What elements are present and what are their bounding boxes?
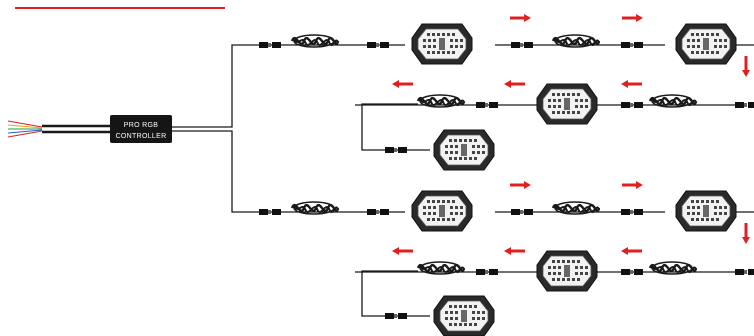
rock-light-pod-icon bbox=[536, 250, 598, 292]
connector-icon bbox=[476, 269, 498, 275]
flow-arrow-left-icon bbox=[621, 80, 642, 88]
connector-icon bbox=[476, 102, 498, 108]
connector-icon bbox=[385, 313, 407, 319]
connector-icon bbox=[367, 209, 389, 215]
rock-light-pod-icon bbox=[433, 129, 495, 171]
flow-arrow-left-icon bbox=[392, 247, 413, 255]
flow-arrow-right-icon bbox=[510, 14, 531, 22]
flow-arrow-right-icon bbox=[622, 181, 643, 189]
connector-icon bbox=[511, 42, 533, 48]
connector-icon bbox=[259, 42, 281, 48]
flow-arrow-left-icon bbox=[621, 247, 642, 255]
connector-icon bbox=[511, 209, 533, 215]
lower-branch bbox=[250, 181, 754, 336]
rock-light-pod-icon bbox=[536, 83, 598, 125]
connector-icon bbox=[621, 209, 643, 215]
connector-icon bbox=[621, 102, 643, 108]
pro-rgb-controller: PRO RGB CONTROLLER bbox=[110, 115, 172, 143]
flow-arrow-down-icon bbox=[742, 56, 750, 77]
controller-label-line2: CONTROLLER bbox=[116, 133, 167, 140]
connector-icon bbox=[367, 42, 389, 48]
rock-light-pod-icon bbox=[411, 23, 473, 65]
connector-icon bbox=[621, 42, 643, 48]
flow-arrow-left-icon bbox=[504, 80, 525, 88]
flow-arrow-right-icon bbox=[622, 14, 643, 22]
rock-light-pod-icon bbox=[675, 23, 737, 65]
controller-label-line1: PRO RGB bbox=[124, 122, 158, 129]
trunk-wires bbox=[172, 44, 250, 213]
flow-arrow-left-icon bbox=[392, 80, 413, 88]
connector-icon bbox=[735, 269, 754, 275]
connector-icon bbox=[385, 147, 407, 153]
rock-light-pod-icon bbox=[433, 295, 495, 336]
rock-light-pod-icon bbox=[675, 190, 737, 232]
flow-arrow-down-icon bbox=[742, 223, 750, 244]
connector-icon bbox=[259, 209, 281, 215]
connector-icon bbox=[735, 102, 754, 108]
upper-branch bbox=[250, 14, 754, 171]
flow-arrow-right-icon bbox=[510, 181, 531, 189]
rock-light-pod-icon bbox=[411, 190, 473, 232]
flow-arrow-left-icon bbox=[504, 247, 525, 255]
input-wires bbox=[7, 120, 110, 138]
connector-icon bbox=[621, 269, 643, 275]
